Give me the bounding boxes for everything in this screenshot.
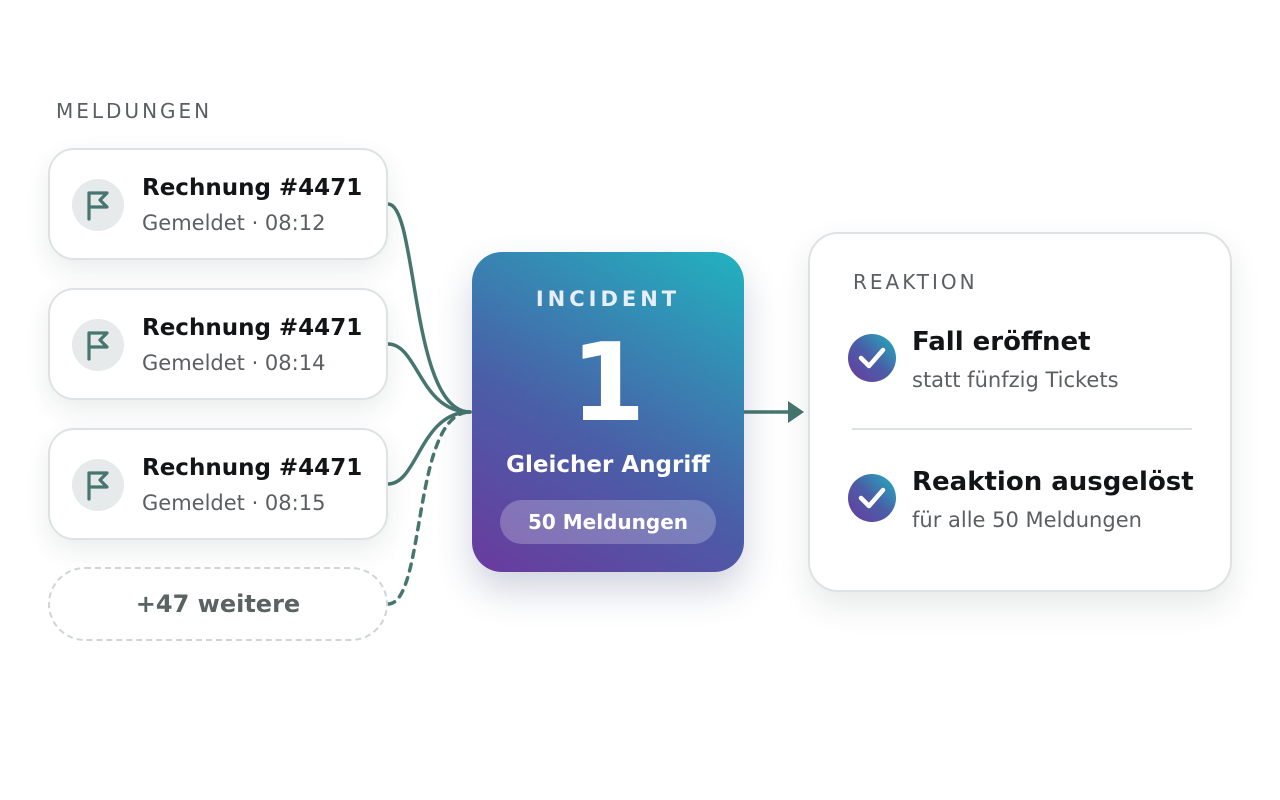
report-title: Rechnung #4471 [142, 315, 363, 341]
flag-icon [72, 179, 124, 231]
more-reports-button[interactable]: +47 weitere [48, 567, 388, 641]
reaction-card: REAKTION Fall eröffnet statt fünfzig Tic… [808, 232, 1232, 592]
reaction-title: Fall eröffnet [912, 327, 1091, 357]
arrow-head-icon [788, 401, 804, 423]
connector-line [386, 202, 472, 414]
report-meta: Gemeldet · 08:14 [142, 351, 326, 375]
connector-line [386, 410, 472, 486]
flag-icon [72, 319, 124, 371]
reaktion-section-label: REAKTION [853, 270, 978, 294]
connector-line-dashed [386, 410, 472, 606]
flag-icon [72, 459, 124, 511]
report-meta: Gemeldet · 08:12 [142, 211, 326, 235]
reaction-title: Reaktion ausgelöst [912, 467, 1194, 497]
incident-subtitle: Gleicher Angriff [506, 452, 710, 478]
report-meta: Gemeldet · 08:15 [142, 491, 326, 515]
check-circle-icon [848, 474, 896, 522]
incident-label: INCIDENT [535, 287, 681, 311]
reaction-item: Reaktion ausgelöst für alle 50 Meldungen [848, 467, 1218, 554]
report-title: Rechnung #4471 [142, 455, 363, 481]
divider [852, 428, 1192, 430]
reaction-subtitle: statt fünfzig Tickets [912, 368, 1119, 392]
check-circle-icon [848, 334, 896, 382]
incident-reports-badge: 50 Meldungen [500, 500, 716, 544]
meldungen-section-label: MELDUNGEN [56, 99, 213, 123]
report-card[interactable]: Rechnung #4471 Gemeldet · 08:14 [48, 288, 388, 400]
report-card[interactable]: Rechnung #4471 Gemeldet · 08:12 [48, 148, 388, 260]
incident-card[interactable]: INCIDENT 1 Gleicher Angriff 50 Meldungen [472, 252, 744, 572]
reaction-item: Fall eröffnet statt fünfzig Tickets [848, 327, 1218, 414]
connector-line [386, 342, 472, 414]
report-card[interactable]: Rechnung #4471 Gemeldet · 08:15 [48, 428, 388, 540]
reaction-subtitle: für alle 50 Meldungen [912, 508, 1142, 532]
incident-count: 1 [570, 321, 646, 446]
report-title: Rechnung #4471 [142, 175, 363, 201]
